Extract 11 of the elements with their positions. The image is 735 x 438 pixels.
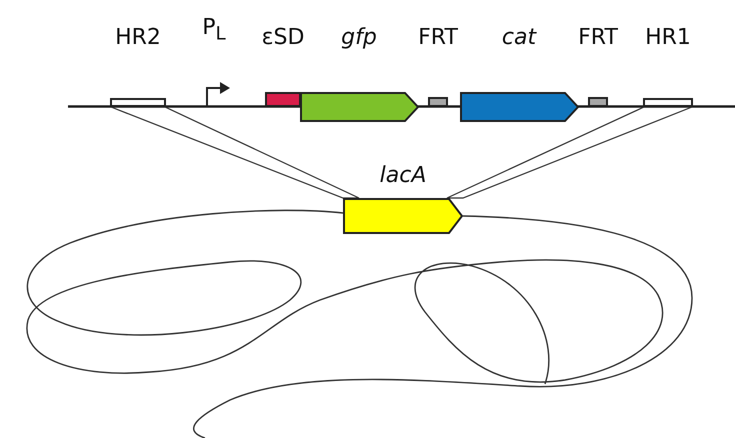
gene-label: εSD — [260, 24, 306, 52]
crossover-line — [110, 106, 360, 199]
gene-label: HR2 — [114, 24, 162, 52]
gene-label: FRT — [577, 24, 619, 52]
promoter-label: P$_{L}$ — [201, 14, 227, 46]
gene-label: cat — [500, 24, 538, 52]
crossover-line — [446, 106, 693, 199]
gene-label: HR1 — [644, 24, 692, 52]
gene-label: FRT — [417, 24, 459, 52]
gene-label: lacA — [378, 162, 428, 190]
gene-label: gfp — [340, 24, 378, 52]
